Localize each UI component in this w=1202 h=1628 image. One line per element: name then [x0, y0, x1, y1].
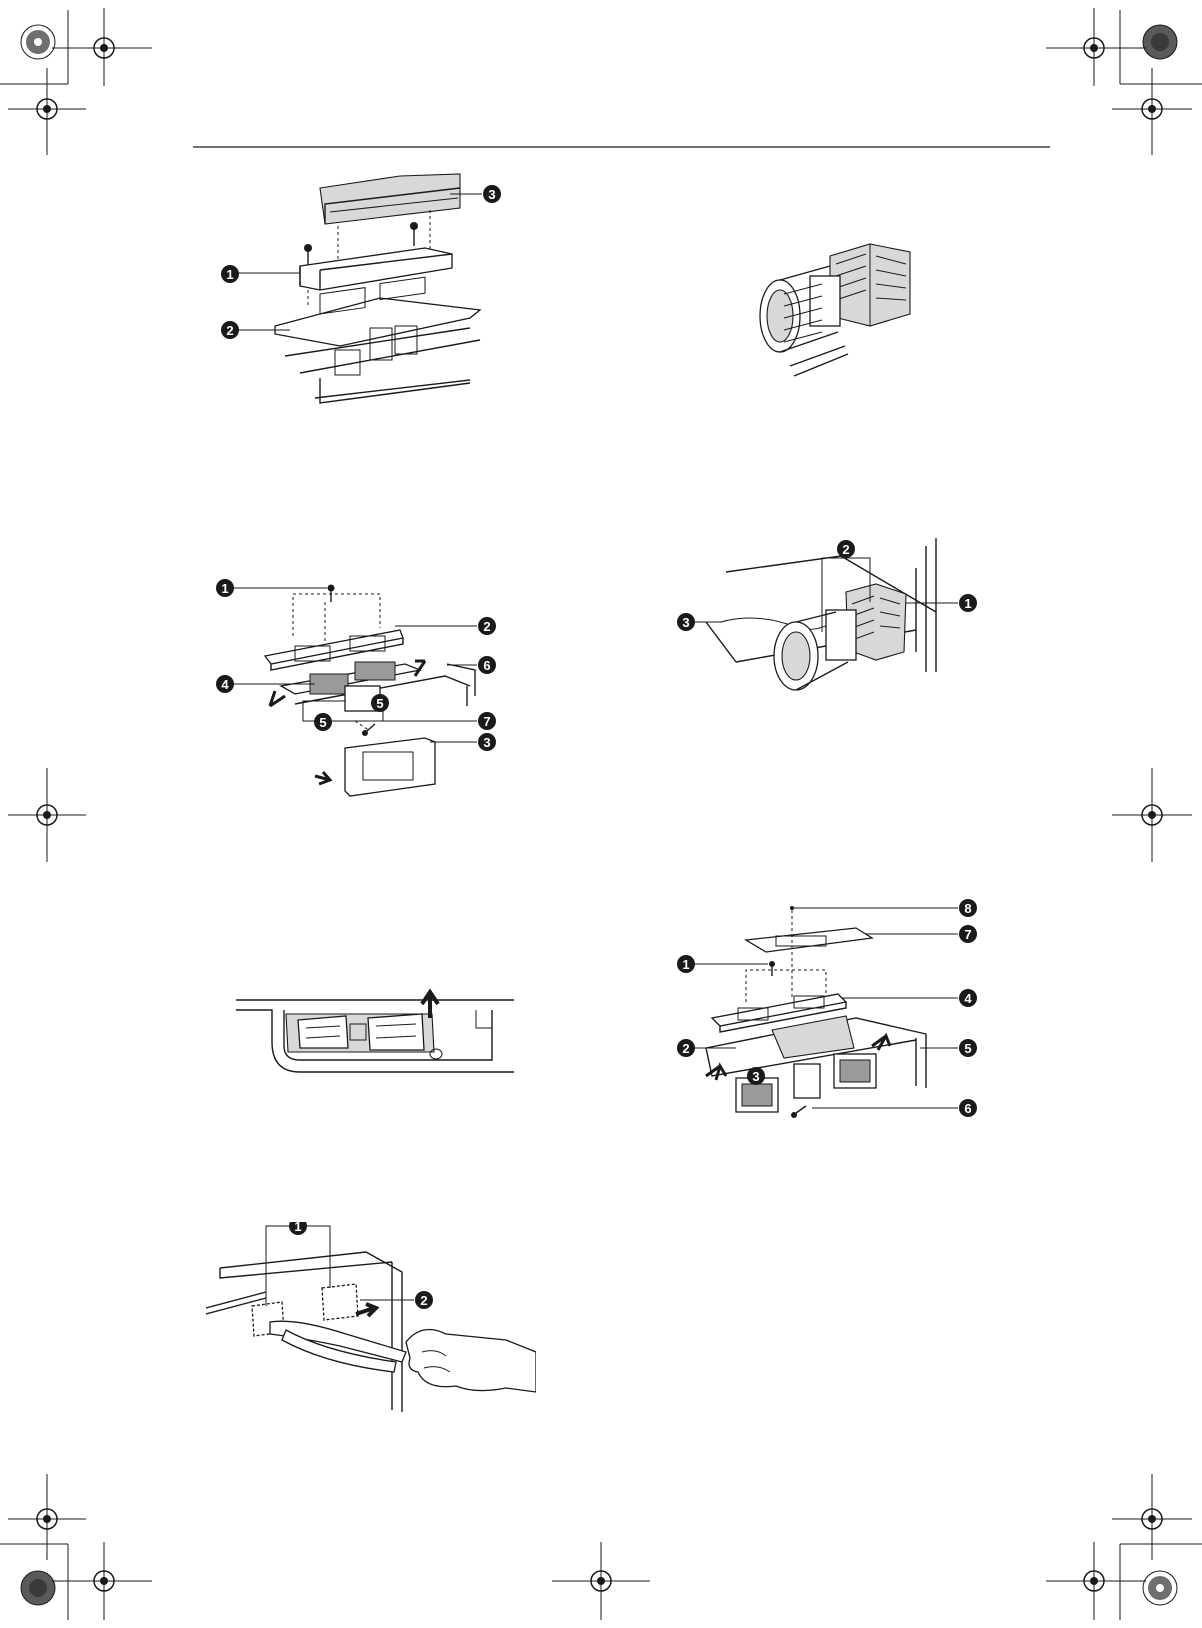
- svg-text:2: 2: [682, 1041, 689, 1056]
- svg-text:6: 6: [964, 1101, 971, 1116]
- callout-5a: 5: [319, 715, 326, 730]
- svg-text:3: 3: [752, 1069, 759, 1084]
- svg-text:5: 5: [964, 1041, 971, 1056]
- registration-mark-br1: [1112, 1474, 1192, 1560]
- svg-text:2: 2: [483, 619, 490, 634]
- svg-text:2: 2: [842, 542, 849, 557]
- callout-4: 4: [959, 989, 977, 1007]
- svg-text:7: 7: [964, 927, 971, 942]
- registration-mark-bc: [552, 1542, 650, 1620]
- screw-icon: [410, 222, 418, 246]
- svg-text:1: 1: [226, 267, 233, 282]
- callout-3: 3: [677, 613, 695, 631]
- callout-6: 6: [959, 1099, 977, 1117]
- svg-text:1: 1: [221, 581, 228, 596]
- registration-mark-tl2: [8, 68, 86, 155]
- figure-blower-installed: 1 2 3: [676, 532, 996, 742]
- figure-duct-plate-assembly: 1 2 3: [220, 168, 520, 418]
- svg-text:3: 3: [682, 615, 689, 630]
- svg-text:2: 2: [420, 1293, 427, 1308]
- svg-text:6: 6: [483, 658, 490, 673]
- callout-2: 2: [837, 540, 855, 558]
- arrow-icon: [356, 1304, 376, 1316]
- registration-mark-mr: [1112, 768, 1192, 862]
- registration-mark-tr2: [1112, 68, 1192, 155]
- crop-mark-bottom-right: [1120, 1544, 1202, 1620]
- svg-text:3: 3: [483, 735, 490, 750]
- figure-top-plate-assembly: 1 2 3 4 5 6 7: [676, 898, 996, 1128]
- registration-mark-bl1: [8, 1474, 86, 1560]
- screw-icon: [362, 724, 375, 736]
- figure-blower-removal: [236, 988, 516, 1084]
- registration-mark-tl1: [52, 8, 152, 86]
- svg-text:2: 2: [226, 323, 233, 338]
- callout-2: 2: [415, 1291, 433, 1309]
- callout-3: 3: [478, 733, 496, 751]
- svg-text:3: 3: [488, 187, 495, 202]
- crop-mark-top-right: [1120, 10, 1202, 84]
- callout-3: 3: [483, 185, 501, 203]
- callout-6: 6: [478, 656, 496, 674]
- registration-mark-bl2: [52, 1542, 152, 1620]
- arrow-icon: [706, 1066, 726, 1080]
- callout-1: 1: [221, 265, 239, 283]
- callout-2: 2: [221, 321, 239, 339]
- screw-icon: [328, 585, 335, 603]
- figure-exploded-filter-assembly: 5 5 1 2: [215, 566, 515, 816]
- callout-3: 3: [747, 1067, 765, 1085]
- svg-text:1: 1: [294, 1222, 301, 1234]
- crop-mark-top-left: [0, 10, 68, 84]
- callout-5: 5: [959, 1039, 977, 1057]
- svg-text:4: 4: [221, 677, 229, 692]
- registration-mark-tr1: [1046, 8, 1146, 86]
- screw-icon: [769, 961, 775, 976]
- registration-mark-br2: [1046, 1542, 1146, 1620]
- arrow-icon: [315, 772, 330, 784]
- svg-text:7: 7: [483, 714, 490, 729]
- figure-knockout-removal: 1 2: [206, 1222, 536, 1412]
- svg-text:8: 8: [964, 901, 971, 916]
- callout-2: 2: [677, 1039, 695, 1057]
- callout-2: 2: [478, 617, 496, 635]
- callout-5b: 5: [376, 696, 383, 711]
- arrow-icon: [270, 691, 285, 706]
- svg-text:1: 1: [682, 957, 689, 972]
- callout-8: 8: [959, 899, 977, 917]
- registration-mark-ml: [8, 768, 86, 862]
- callout-1: 1: [289, 1222, 307, 1235]
- crop-mark-bottom-left: [0, 1544, 68, 1620]
- svg-text:1: 1: [964, 596, 971, 611]
- callout-1: 1: [216, 579, 234, 597]
- callout-1: 1: [677, 955, 695, 973]
- callout-4: 4: [216, 675, 234, 693]
- callout-1: 1: [959, 594, 977, 612]
- screw-icon: [791, 1106, 806, 1118]
- callout-7: 7: [959, 925, 977, 943]
- callout-7: 7: [478, 712, 496, 730]
- svg-text:4: 4: [964, 991, 972, 1006]
- figure-blower-motor: [750, 236, 930, 391]
